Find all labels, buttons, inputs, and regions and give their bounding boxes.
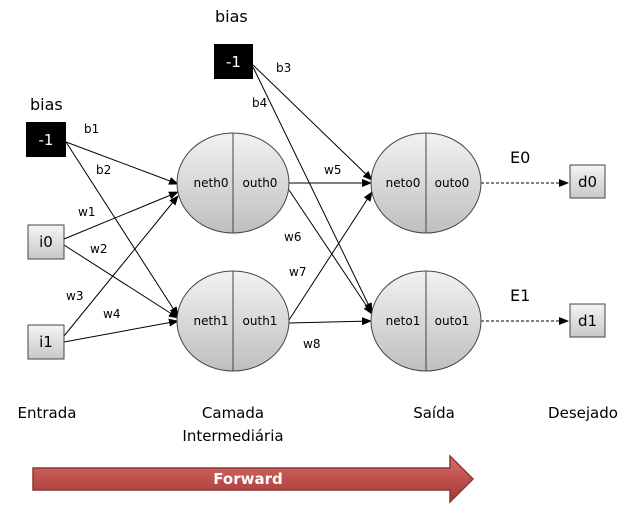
column-label-intermediaria: Intermediária — [182, 427, 283, 445]
desired-label-d0: d0 — [578, 173, 597, 191]
weight-b3: b3 — [276, 61, 291, 75]
output-1-out: outo1 — [435, 314, 470, 328]
hidden-0-net: neth0 — [194, 176, 229, 190]
error-label-e0: E0 — [510, 148, 530, 167]
weight-w7: w7 — [289, 265, 306, 279]
output-neuron-1: neto1 outo1 — [370, 270, 482, 372]
error-label-e1: E1 — [510, 286, 530, 305]
column-label-saida: Saída — [413, 404, 455, 422]
input-label-i1: i1 — [39, 333, 53, 351]
hidden-1-out: outh1 — [243, 314, 278, 328]
hidden-0-out: outh0 — [243, 176, 278, 190]
output-0-out: outo0 — [435, 176, 470, 190]
input-box-i0: i0 — [27, 224, 65, 260]
weight-w3: w3 — [66, 289, 83, 303]
connections — [63, 64, 569, 343]
bias-label-left: bias — [30, 95, 63, 114]
output-neuron-0: neto0 outo0 — [370, 132, 482, 234]
edge-b2 — [65, 141, 179, 317]
edge-b4 — [252, 66, 373, 313]
column-labels: Entrada Camada Intermediária Saída Desej… — [18, 404, 618, 445]
bias-box-top-value: -1 — [226, 53, 241, 71]
weight-w5: w5 — [324, 163, 341, 177]
forward-arrow: Forward — [32, 454, 475, 504]
weight-labels: b1 b2 b3 b4 w1 w2 w3 w4 w5 w6 w7 w8 — [66, 61, 341, 351]
hidden-neuron-0: neth0 outh0 — [176, 132, 290, 234]
edge-w3 — [63, 195, 179, 337]
hidden-1-net: neth1 — [194, 314, 229, 328]
column-label-entrada: Entrada — [18, 404, 77, 422]
weight-w6: w6 — [284, 230, 301, 244]
edge-b1 — [65, 141, 179, 185]
bias-box-top: -1 — [214, 44, 253, 79]
forward-label: Forward — [213, 470, 282, 488]
desired-box-d1: d1 — [569, 303, 606, 338]
desired-box-d0: d0 — [569, 164, 606, 199]
input-box-i1: i1 — [27, 324, 65, 360]
edge-w1 — [63, 191, 179, 240]
edge-b3 — [252, 64, 373, 181]
column-label-camada: Camada — [202, 404, 264, 422]
weight-b4: b4 — [252, 96, 267, 110]
edge-w6 — [288, 189, 373, 315]
weight-w2: w2 — [90, 242, 107, 256]
input-label-i0: i0 — [39, 233, 53, 251]
desired-label-d1: d1 — [578, 312, 597, 330]
weight-w4: w4 — [103, 307, 120, 321]
bias-label-top: bias — [215, 7, 248, 26]
edge-w7 — [288, 191, 373, 321]
edge-w2 — [63, 244, 179, 319]
hidden-neuron-1: neth1 outh1 — [176, 270, 290, 372]
output-1-net: neto1 — [386, 314, 421, 328]
weight-b2: b2 — [96, 163, 111, 177]
edge-w8 — [288, 317, 372, 326]
weight-w1: w1 — [78, 205, 95, 219]
column-label-desejado: Desejado — [548, 404, 618, 422]
weight-w8: w8 — [303, 337, 320, 351]
edge-w4 — [63, 318, 179, 343]
bias-box-left-value: -1 — [39, 131, 54, 149]
output-0-net: neto0 — [386, 176, 421, 190]
bias-box-left: -1 — [26, 122, 66, 157]
weight-b1: b1 — [84, 122, 99, 136]
